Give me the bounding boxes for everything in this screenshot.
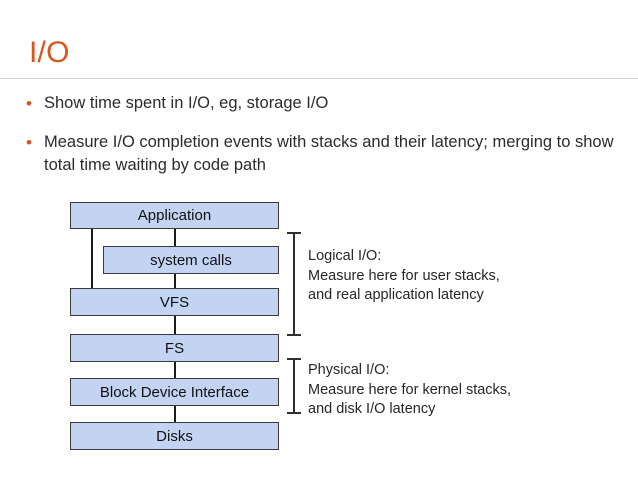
diagram-node-fs: FS bbox=[70, 334, 279, 362]
annotation-physical-io: Physical I/O: Measure here for kernel st… bbox=[308, 361, 511, 420]
bracket-logical-io bbox=[286, 232, 302, 336]
diagram-node-vfs: VFS bbox=[70, 288, 279, 316]
annotation-logical-io: Logical I/O: Measure here for user stack… bbox=[308, 247, 500, 306]
title-divider bbox=[0, 78, 638, 79]
annotation-heading: Logical I/O: bbox=[308, 248, 382, 264]
bullet-item: • Measure I/O completion events with sta… bbox=[26, 131, 626, 177]
annotation-heading: Physical I/O: bbox=[308, 362, 390, 378]
bracket-cap-bottom bbox=[287, 334, 301, 336]
bullet-text: Measure I/O completion events with stack… bbox=[44, 133, 614, 174]
connector-vfs-to-fs bbox=[174, 315, 177, 336]
bullet-marker-icon: • bbox=[26, 94, 32, 113]
bracket-bar bbox=[293, 232, 295, 336]
connector-application-to-vfs bbox=[91, 228, 94, 290]
annotation-line: Measure here for kernel stacks, bbox=[308, 381, 512, 398]
connector-block-device-to-disks bbox=[174, 405, 177, 424]
connector-application-to-system-calls bbox=[174, 228, 177, 248]
diagram-node-application: Application bbox=[70, 202, 279, 229]
connector-system-calls-to-vfs bbox=[174, 273, 177, 290]
bracket-bar bbox=[293, 358, 295, 414]
bracket-cap-bottom bbox=[287, 412, 301, 414]
diagram-node-system-calls: system calls bbox=[103, 246, 279, 274]
annotation-line: Measure here for user stacks, bbox=[308, 267, 500, 284]
annotation-line: and disk I/O latency bbox=[308, 401, 436, 417]
bullet-marker-icon: • bbox=[26, 133, 32, 152]
page-title: I/O bbox=[29, 36, 70, 69]
diagram-node-disks: Disks bbox=[70, 422, 279, 450]
connector-fs-to-block-device bbox=[174, 361, 177, 380]
bracket-physical-io bbox=[286, 358, 302, 414]
bullet-text: Show time spent in I/O, eg, storage I/O bbox=[44, 94, 329, 112]
annotation-line: and real application latency bbox=[308, 287, 484, 303]
diagram-node-block-device-interface: Block Device Interface bbox=[70, 378, 279, 406]
bullet-item: • Show time spent in I/O, eg, storage I/… bbox=[26, 92, 626, 115]
